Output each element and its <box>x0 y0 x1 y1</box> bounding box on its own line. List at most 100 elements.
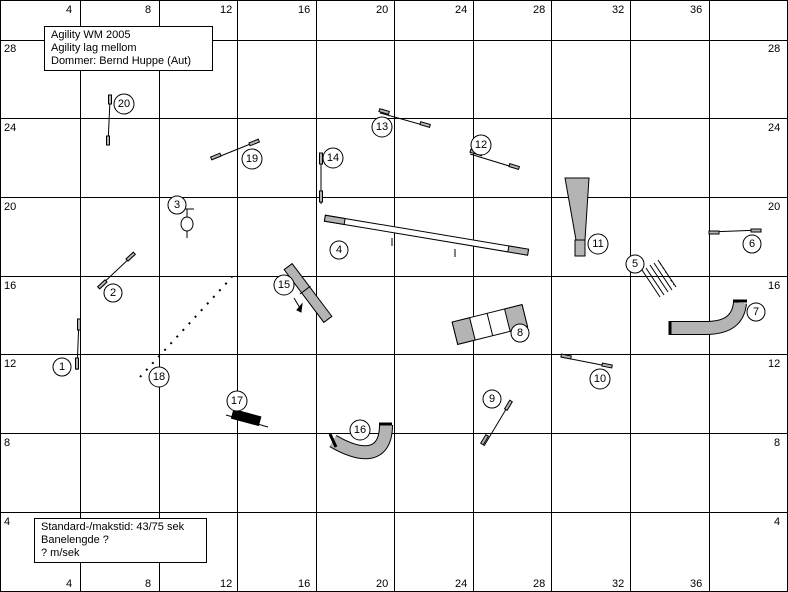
obstacle-number-19: 19 <box>241 148 263 170</box>
chute-11 <box>564 177 590 257</box>
class-title: Agility lag mellom <box>51 42 137 54</box>
course-info-box: Agility WM 2005 Agility lag mellom Domme… <box>44 26 213 71</box>
jump-1 <box>75 318 81 371</box>
obstacle-number-20: 20 <box>113 93 135 115</box>
svg-text:11: 11 <box>592 238 603 250</box>
svg-text:20: 20 <box>118 98 130 110</box>
tick-left: 16 <box>4 280 16 292</box>
tick-bottom: 28 <box>533 578 545 590</box>
dogwalk-4 <box>323 214 530 257</box>
course-speed: ? m/sek <box>41 547 80 559</box>
tick-right: 4 <box>774 516 780 528</box>
judge-name: Dommer: Bernd Huppe (Aut) <box>51 55 191 67</box>
svg-text:19: 19 <box>246 153 258 165</box>
obstacle-number-11: 11 <box>587 233 609 255</box>
obstacle-number-15: 15 <box>273 274 295 296</box>
tick-bottom: 4 <box>66 578 72 590</box>
obstacle-number-9: 9 <box>482 389 502 409</box>
tick-top: 4 <box>66 4 72 16</box>
course-stats-box: Standard-/makstid: 43/75 sek Banelengde … <box>34 518 207 563</box>
tunnel-7 <box>668 299 747 335</box>
svg-text:7: 7 <box>753 306 759 318</box>
obstacle-number-2: 2 <box>103 283 123 303</box>
jump-9 <box>480 399 513 447</box>
obstacle-number-3: 3 <box>167 195 187 215</box>
obstacle-number-5: 5 <box>625 254 645 274</box>
top-axis-labels: 4 8 12 16 20 24 28 32 36 <box>66 4 702 16</box>
svg-text:5: 5 <box>632 258 638 270</box>
course-length: Banelengde ? <box>41 534 109 546</box>
tick-right: 16 <box>768 280 780 292</box>
obstacle-number-14: 14 <box>322 147 344 169</box>
obstacle-number-12: 12 <box>470 134 492 156</box>
right-axis-labels: 28 24 20 16 12 8 4 <box>768 43 780 528</box>
tick-top: 12 <box>220 4 232 16</box>
tick-top: 36 <box>690 4 702 16</box>
obstacle-number-13: 13 <box>371 116 393 138</box>
tick-right: 24 <box>768 122 780 134</box>
tire-3 <box>180 208 194 238</box>
svg-text:15: 15 <box>278 279 290 291</box>
jump-13 <box>378 108 431 128</box>
svg-text:6: 6 <box>749 238 755 250</box>
svg-text:3: 3 <box>174 199 180 211</box>
tick-bottom: 16 <box>298 578 310 590</box>
jump-14 <box>319 152 323 204</box>
tick-left: 28 <box>4 43 16 55</box>
tick-top: 8 <box>145 4 151 16</box>
tick-bottom: 36 <box>690 578 702 590</box>
tick-left: 8 <box>4 437 10 449</box>
standard-time: Standard-/makstid: 43/75 sek <box>41 521 185 533</box>
svg-text:16: 16 <box>354 424 366 436</box>
jump-20 <box>106 94 112 146</box>
obstacle-number-6: 6 <box>742 234 762 254</box>
svg-text:13: 13 <box>376 121 388 133</box>
obstacle-number-10: 10 <box>589 368 611 390</box>
jump-10 <box>560 353 613 369</box>
tick-top: 32 <box>612 4 624 16</box>
obstacle-number-8: 8 <box>510 323 530 343</box>
obstacle-number-7: 7 <box>746 302 766 322</box>
tick-top: 20 <box>376 4 388 16</box>
tick-bottom: 12 <box>220 578 232 590</box>
tick-top: 28 <box>533 4 545 16</box>
svg-text:9: 9 <box>489 393 495 405</box>
jump-19 <box>209 138 261 161</box>
jump-2 <box>96 251 137 290</box>
svg-text:8: 8 <box>517 327 523 339</box>
tick-top: 16 <box>298 4 310 16</box>
seesaw-15 <box>283 262 333 324</box>
long-jump-17 <box>225 408 269 428</box>
tick-bottom: 24 <box>455 578 467 590</box>
tick-left: 12 <box>4 358 16 370</box>
svg-text:17: 17 <box>231 395 243 407</box>
tick-right: 20 <box>768 201 780 213</box>
svg-text:14: 14 <box>327 152 339 164</box>
svg-text:4: 4 <box>336 244 342 256</box>
obstacle-number-16: 16 <box>349 419 371 441</box>
weave-poles-5 <box>641 259 677 298</box>
obstacle-number-18: 18 <box>148 366 170 388</box>
tick-left: 4 <box>4 516 10 528</box>
tick-right: 8 <box>774 437 780 449</box>
a-frame-8 <box>451 304 529 345</box>
tick-right: 12 <box>768 358 780 370</box>
tick-bottom: 20 <box>376 578 388 590</box>
tick-left: 24 <box>4 122 16 134</box>
tick-right: 28 <box>768 43 780 55</box>
svg-text:10: 10 <box>594 373 606 385</box>
svg-text:1: 1 <box>59 361 65 373</box>
svg-text:18: 18 <box>153 371 165 383</box>
jump-6 <box>708 228 762 235</box>
tunnel-16 <box>328 422 393 460</box>
tick-bottom: 32 <box>612 578 624 590</box>
obstacle-number-4: 4 <box>329 240 349 260</box>
tick-bottom: 8 <box>145 578 151 590</box>
tick-left: 20 <box>4 201 16 213</box>
obstacle-number-17: 17 <box>226 390 248 412</box>
svg-text:2: 2 <box>110 287 116 299</box>
event-title: Agility WM 2005 <box>51 29 131 41</box>
jump-18 <box>139 276 233 378</box>
